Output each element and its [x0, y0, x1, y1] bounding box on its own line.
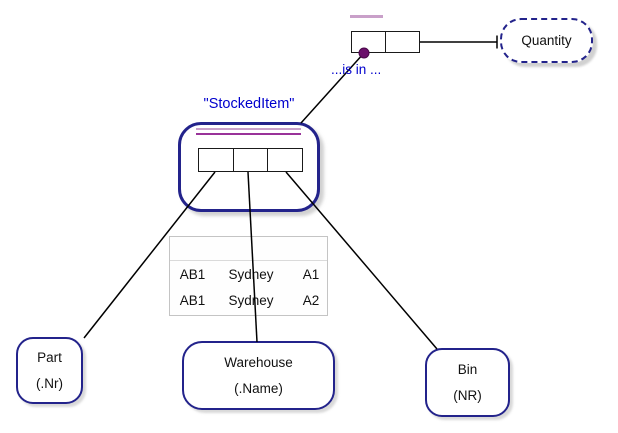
fact-table-row: AB1 Sydney A1: [170, 261, 327, 287]
fact-table-header-row: [170, 237, 327, 261]
stockeditem-name-label: "StockedItem": [203, 96, 295, 112]
fact-table-cell: A1: [302, 266, 320, 282]
part-reference-mode: (.Nr): [36, 375, 63, 391]
entity-type-bin: Bin (NR): [425, 348, 510, 417]
warehouse-name: Warehouse: [224, 354, 293, 370]
fact-type-stockeditem-roles: [198, 148, 303, 172]
fact-table-cell: Sydney: [228, 266, 274, 282]
fact-type-isin-roles: [351, 31, 420, 53]
bin-name: Bin: [457, 361, 478, 377]
quantity-label: Quantity: [521, 33, 572, 48]
fact-table-cell: Sydney: [228, 292, 274, 308]
value-type-quantity: Quantity: [500, 18, 593, 63]
uniqueness-bar-stockeditem-2: [196, 133, 301, 135]
fact-reading-label: ...is in ...: [331, 62, 382, 77]
part-name: Part: [37, 349, 62, 365]
stockeditem-role-3: [267, 149, 302, 171]
fact-table-cell: AB1: [179, 266, 206, 282]
warehouse-reference-mode: (.Name): [234, 380, 283, 396]
fact-table-row: AB1 Sydney A2: [170, 287, 327, 313]
stockeditem-role-1: [199, 149, 233, 171]
entity-type-warehouse: Warehouse (.Name): [182, 341, 335, 410]
isin-role-2: [385, 32, 419, 52]
uniqueness-bar-stockeditem-1: [196, 128, 301, 130]
entity-type-part: Part (.Nr): [16, 337, 83, 404]
bin-reference-mode: (NR): [453, 387, 482, 403]
stockeditem-role-2: [232, 149, 268, 171]
isin-role-1: [352, 32, 385, 52]
fact-table-cell: AB1: [179, 292, 206, 308]
fact-table-cell: A2: [302, 292, 320, 308]
uniqueness-bar-isin: [350, 15, 383, 18]
sample-fact-table: AB1 Sydney A1 AB1 Sydney A2: [169, 236, 328, 316]
